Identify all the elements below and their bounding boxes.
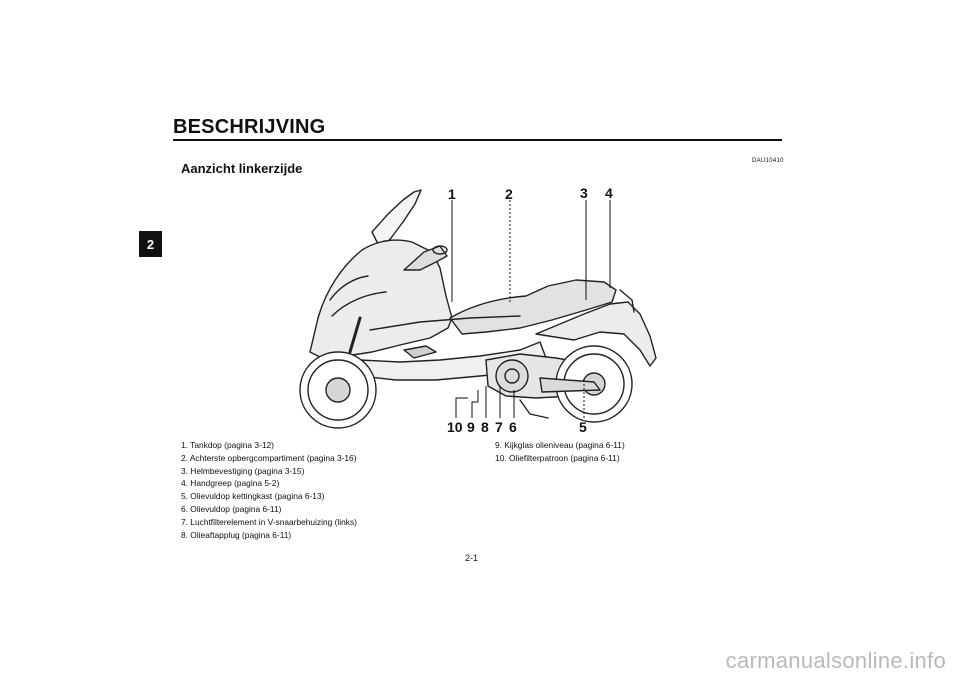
subsection-title: Aanzicht linkerzijde [181, 161, 303, 176]
callout-label: 6 [509, 419, 517, 435]
legend-item: 4. Handgreep (pagina 5-2) [181, 478, 280, 489]
legend-item: 8. Olieaftapplug (pagina 6-11) [181, 529, 292, 540]
watermark: carmanualsonline.info [725, 648, 946, 673]
callout-label: 4 [605, 185, 613, 201]
callout-label: 3 [580, 185, 588, 201]
chapter-tab: 2 [139, 231, 162, 257]
drive-pulley [495, 359, 529, 393]
legend-left: 1. Tankdop (pagina 3-12) 2. Achterste op… [181, 439, 357, 541]
callout-label: 10 [447, 419, 463, 435]
callout-label: 7 [495, 419, 503, 435]
legend-item: 9. Kijkglas olieniveau (pagina 6-11) [495, 440, 625, 450]
callout-label: 1 [448, 186, 456, 202]
callout-label: 5 [579, 419, 587, 435]
title-rule [173, 139, 782, 141]
document-code: DAU10410 [752, 158, 784, 164]
legend-item: 3. Helmbevestiging (pagina 3-15) [181, 465, 305, 476]
legend-item: 7. Luchtfilterelement in V-snaarbehuizin… [181, 516, 357, 527]
handlebar [403, 245, 448, 271]
legend-item: 5. Olievuldop kettingkast (pagina 6-13) [181, 491, 325, 502]
legend-right: 9. Kijkglas olieniveau (pagina 6-11) 10.… [495, 439, 625, 465]
callout-label: 9 [467, 419, 475, 435]
callout-label: 2 [505, 186, 513, 202]
legend-item: 2. Achterste opbergcompartiment (pagina … [181, 452, 357, 463]
rear-body [535, 301, 657, 367]
swing-arm [539, 377, 601, 393]
legend-item: 1. Tankdop (pagina 3-12) [181, 440, 274, 450]
callout-label: 8 [481, 419, 489, 435]
legend-item: 10. Oliefilterpatroon (pagina 6-11) [495, 452, 620, 463]
page-number: 2-1 [465, 553, 479, 563]
seat [449, 279, 617, 335]
section-title: BESCHRIJVING [173, 116, 326, 138]
legend-item: 6. Olievuldop (pagina 6-11) [181, 503, 282, 514]
